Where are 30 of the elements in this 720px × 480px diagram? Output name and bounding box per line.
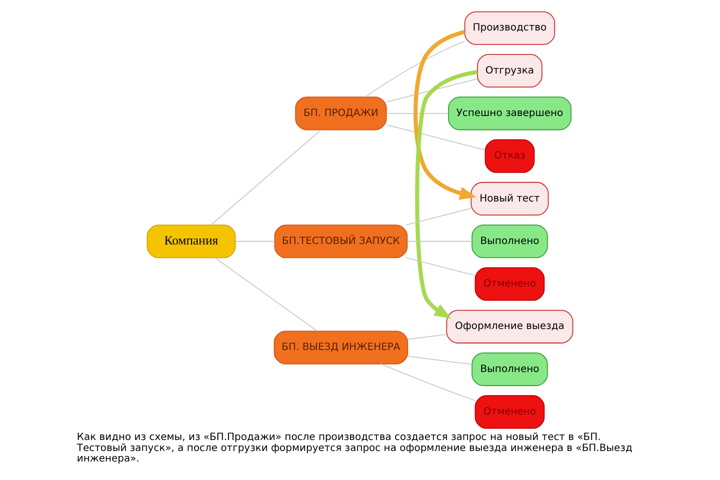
connector [386, 78, 478, 102]
connector [386, 124, 486, 150]
node-box: Отгрузка [477, 54, 542, 88]
connector [407, 356, 472, 365]
connector [380, 363, 476, 401]
node-box: Компания [146, 224, 236, 258]
node-box: Новый тест [470, 182, 549, 216]
caption: Как видно из схемы, из «БП.Продажи» после производства создается запрос на новый тест в «БП. Тестовый запуск», а после отгрузки формируется запрос на оформление выезда инженера в «БП.Выезд инженера». [76, 432, 632, 465]
connector [407, 334, 448, 340]
node-box: БП. ПРОДАЖИ [295, 96, 387, 130]
node-box: Выполнено [472, 352, 548, 386]
connector [364, 41, 465, 98]
node-box: БП. ВЫЕЗД ИНЖЕНЕРА [274, 330, 408, 364]
connector [405, 257, 476, 276]
connector [386, 112, 449, 114]
node-box: Выполнено [472, 224, 548, 258]
node-box: Производство [464, 11, 556, 45]
connector [405, 208, 472, 226]
node-box: Отменено [474, 267, 545, 301]
arrow [414, 30, 476, 200]
node-box: Отказ [484, 139, 535, 173]
connector [406, 240, 472, 242]
node-box: Отменено [474, 395, 545, 429]
node-box: Оформление выезда [446, 310, 574, 344]
node-box: БП.ТЕСТОВЫЙ ЗАПУСК [274, 224, 408, 258]
connector [234, 240, 275, 242]
connector [210, 129, 322, 226]
arrow [415, 70, 478, 319]
connector [214, 257, 318, 332]
node-box: Успешно завершено [448, 96, 572, 130]
